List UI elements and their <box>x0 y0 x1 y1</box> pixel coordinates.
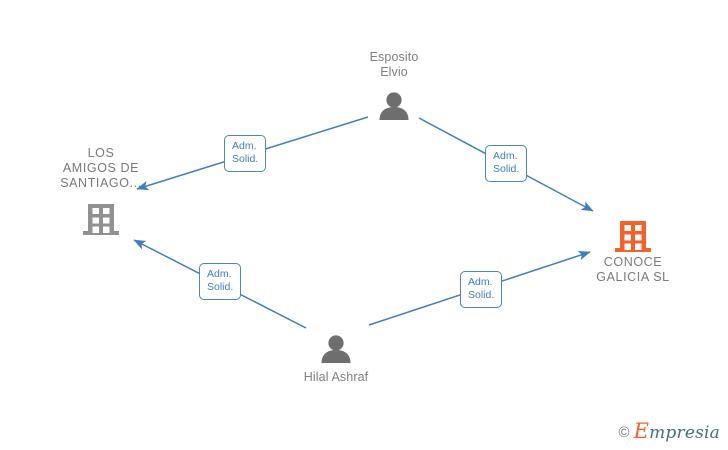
node-label-esposito: Esposito Elvio <box>369 50 419 79</box>
node-icon-hilal[interactable] <box>321 335 351 363</box>
edge-label-esposito-conoce[interactable]: Adm. Solid. <box>485 145 528 182</box>
edge-label-hilal-losamigos[interactable]: Adm. Solid. <box>199 263 242 300</box>
node-label-los-amigos: LOS AMIGOS DE SANTIAGO... <box>60 146 142 190</box>
node-label-hilal: Hilal Ashraf <box>303 370 369 384</box>
edge-label-esposito-losamigos[interactable]: Adm. Solid. <box>224 135 267 172</box>
node-label-conoce-galicia: CONOCE GALICIA SL <box>596 255 670 284</box>
copyright-icon: © <box>618 424 630 441</box>
watermark: © Empresia <box>618 421 720 443</box>
node-icon-los-amigos[interactable] <box>83 204 119 235</box>
edge-label-hilal-conoce[interactable]: Adm. Solid. <box>460 271 503 308</box>
node-icon-esposito[interactable] <box>379 92 409 120</box>
brand-initial: E <box>633 419 650 443</box>
brand-rest: mpresia <box>649 423 720 443</box>
node-icon-conoce-galicia[interactable] <box>615 221 651 252</box>
brand-name: Empresia <box>634 421 720 443</box>
